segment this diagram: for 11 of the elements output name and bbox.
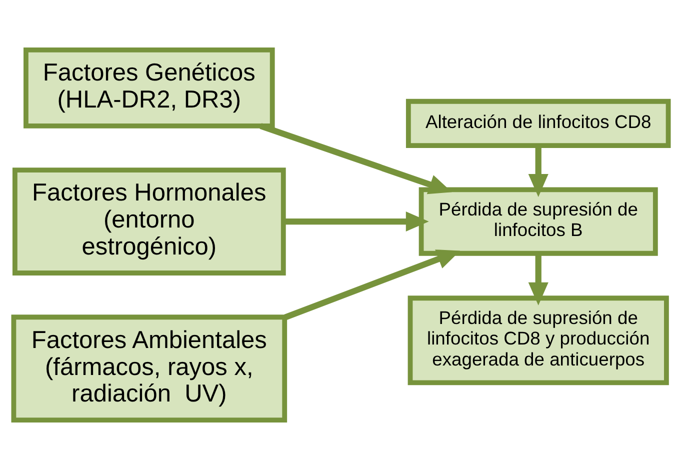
node-box: Factores Hormonales (entorno estrogénico)	[12, 168, 286, 276]
arrow	[528, 254, 548, 306]
node-box: Pérdida de supresión de linfocitos B	[418, 187, 658, 256]
node-box: Alteración de linfocitos CD8	[406, 98, 671, 148]
arrow	[283, 211, 429, 232]
node-box: Factores Genéticos (HLA-DR2, DR3)	[24, 47, 275, 128]
node-box: Pérdida de supresión de linfocitos CD8 y producción exagerada de anticuerpos	[408, 296, 669, 386]
node-box: Factores Ambientales (fármacos, rayos x, radiación UV)	[11, 314, 288, 423]
arrow	[284, 250, 460, 320]
arrow	[528, 146, 548, 197]
arrow	[260, 123, 452, 194]
